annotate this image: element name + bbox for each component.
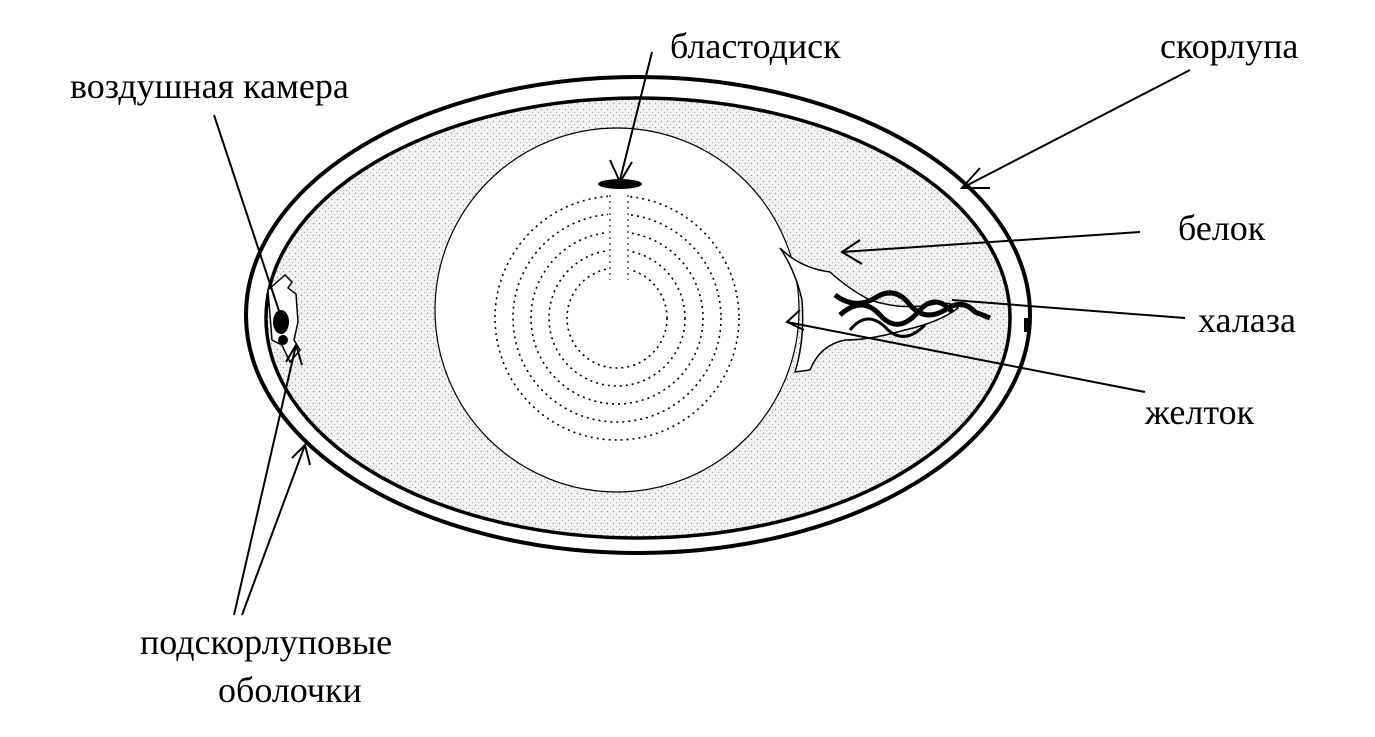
leader-lines	[213, 51, 1191, 616]
membrane-leader-2	[241, 444, 306, 616]
arrow-icon	[285, 342, 303, 366]
label-membranes-line2: оболочки	[218, 670, 362, 710]
blastodisc-shape	[598, 179, 642, 189]
egg-icon	[244, 75, 1032, 555]
arrow-icon	[840, 239, 863, 265]
yolk-layer	[512, 213, 722, 423]
latebra	[608, 190, 630, 290]
membrane-leader-1	[233, 344, 297, 616]
yolk-layer	[494, 195, 740, 441]
label-yolk: желток	[1144, 392, 1255, 432]
latebra-edge	[609, 195, 629, 280]
shell-mark	[1024, 318, 1030, 332]
air-cell-mark	[273, 310, 289, 334]
label-chalaza: халаза	[1198, 300, 1296, 340]
chalaza-leader	[951, 299, 1186, 319]
yolk-layer	[530, 231, 704, 405]
label-membranes-line1: подскорлуповые	[140, 622, 392, 662]
albumen-leader	[841, 231, 1141, 253]
arrow-icon	[291, 443, 311, 466]
air-cell-leader	[213, 114, 283, 321]
label-albumen: белок	[1178, 208, 1266, 248]
arrow-icon	[785, 309, 805, 331]
yolk-leader	[786, 321, 1146, 393]
arrow-icon	[609, 159, 633, 185]
chalazal-layer	[779, 247, 960, 373]
shell-leader	[961, 69, 1191, 189]
label-air-cell: воздушная камера	[70, 66, 349, 106]
chalaza-icon	[833, 290, 991, 338]
arrow-icon	[959, 167, 990, 189]
label-shell: скорлупа	[1160, 26, 1298, 66]
air-cell-dot	[278, 335, 288, 345]
label-blastodisc: бластодиск	[670, 26, 841, 66]
blastodisc-leader	[619, 51, 653, 181]
